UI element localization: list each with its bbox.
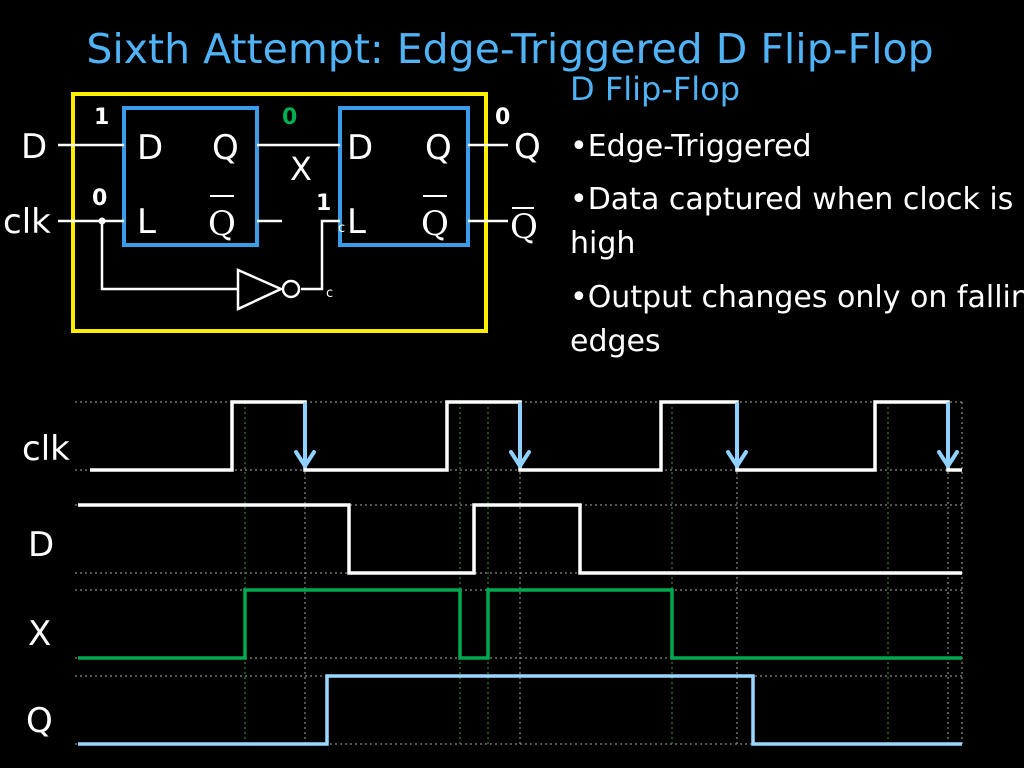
bullet-3: •Output changes only on falling edges [570,280,1024,359]
side-panel: D Flip-Flop •Edge-Triggered •Data captur… [570,70,1024,359]
clk-to-inverter-wire [100,221,238,291]
x-value: 0 [282,105,297,130]
latch2-qbar-label: Q [421,204,449,244]
input-d-label: D [21,127,47,167]
clk-value: 0 [92,186,107,211]
flip-flop-outline [71,92,488,333]
input-clk-label: clk [3,202,51,242]
down-arrow-icon [726,402,748,468]
d-waveform [78,503,962,575]
latch1-qbar-label: Q [208,204,236,244]
inverted-clk-wire [301,219,340,291]
clk-waveform [90,400,962,472]
flip-flop-circuit: D clk Q Q D Q L Q D Q L Q X 1 0 0 1 0 c … [3,92,541,333]
bullet-2: •Data captured when clock is high [570,182,1013,261]
down-arrow-icon [937,402,959,468]
bullet-1: •Edge-Triggered [570,129,812,164]
q-value: 0 [495,105,510,130]
latch-2 [338,106,470,247]
output-q-label: Q [514,127,541,167]
down-arrow-icon [294,402,316,468]
timing-diagram: clk D X Q [22,400,963,746]
not-gate-icon [236,268,301,311]
circuit-wires [58,143,508,291]
latch2-d-label: D [347,128,373,168]
falling-edge-arrows [294,402,959,468]
latch1-d-label: D [137,128,163,168]
latch2-l-label: L [347,202,366,242]
signal-label-q: Q [26,701,53,741]
side-panel-heading: D Flip-Flop [570,70,740,108]
bullet-3-line-2: edges [570,324,661,359]
bullet-1-line-1: •Edge-Triggered [570,129,812,164]
bullet-2-line-2: high [570,226,635,261]
node-x-label: X [290,150,312,188]
latch1-l-label: L [137,202,156,242]
bullet-3-line-1: •Output changes only on falling [570,280,1024,315]
bullet-2-line-1: •Data captured when clock is [570,182,1013,217]
inverted-clk-value: 1 [316,191,331,216]
d-value: 1 [94,105,109,130]
latch-1 [122,106,259,247]
latch2-q-label: Q [425,128,452,168]
signal-label-clk: clk [22,429,70,469]
q-waveform [78,674,962,746]
signal-label-d: D [28,525,54,565]
down-arrow-icon [509,402,531,468]
latch2-clock-c-label: c [338,221,345,236]
signal-label-x: X [28,614,51,654]
x-waveform [78,588,962,660]
latch1-q-label: Q [212,128,239,168]
slide-title: Sixth Attempt: Edge-Triggered D Flip-Flo… [86,25,933,73]
clk-junction-dot [98,217,106,225]
output-qbar-label: Q [510,207,538,247]
inverter-c-label: c [326,286,333,301]
